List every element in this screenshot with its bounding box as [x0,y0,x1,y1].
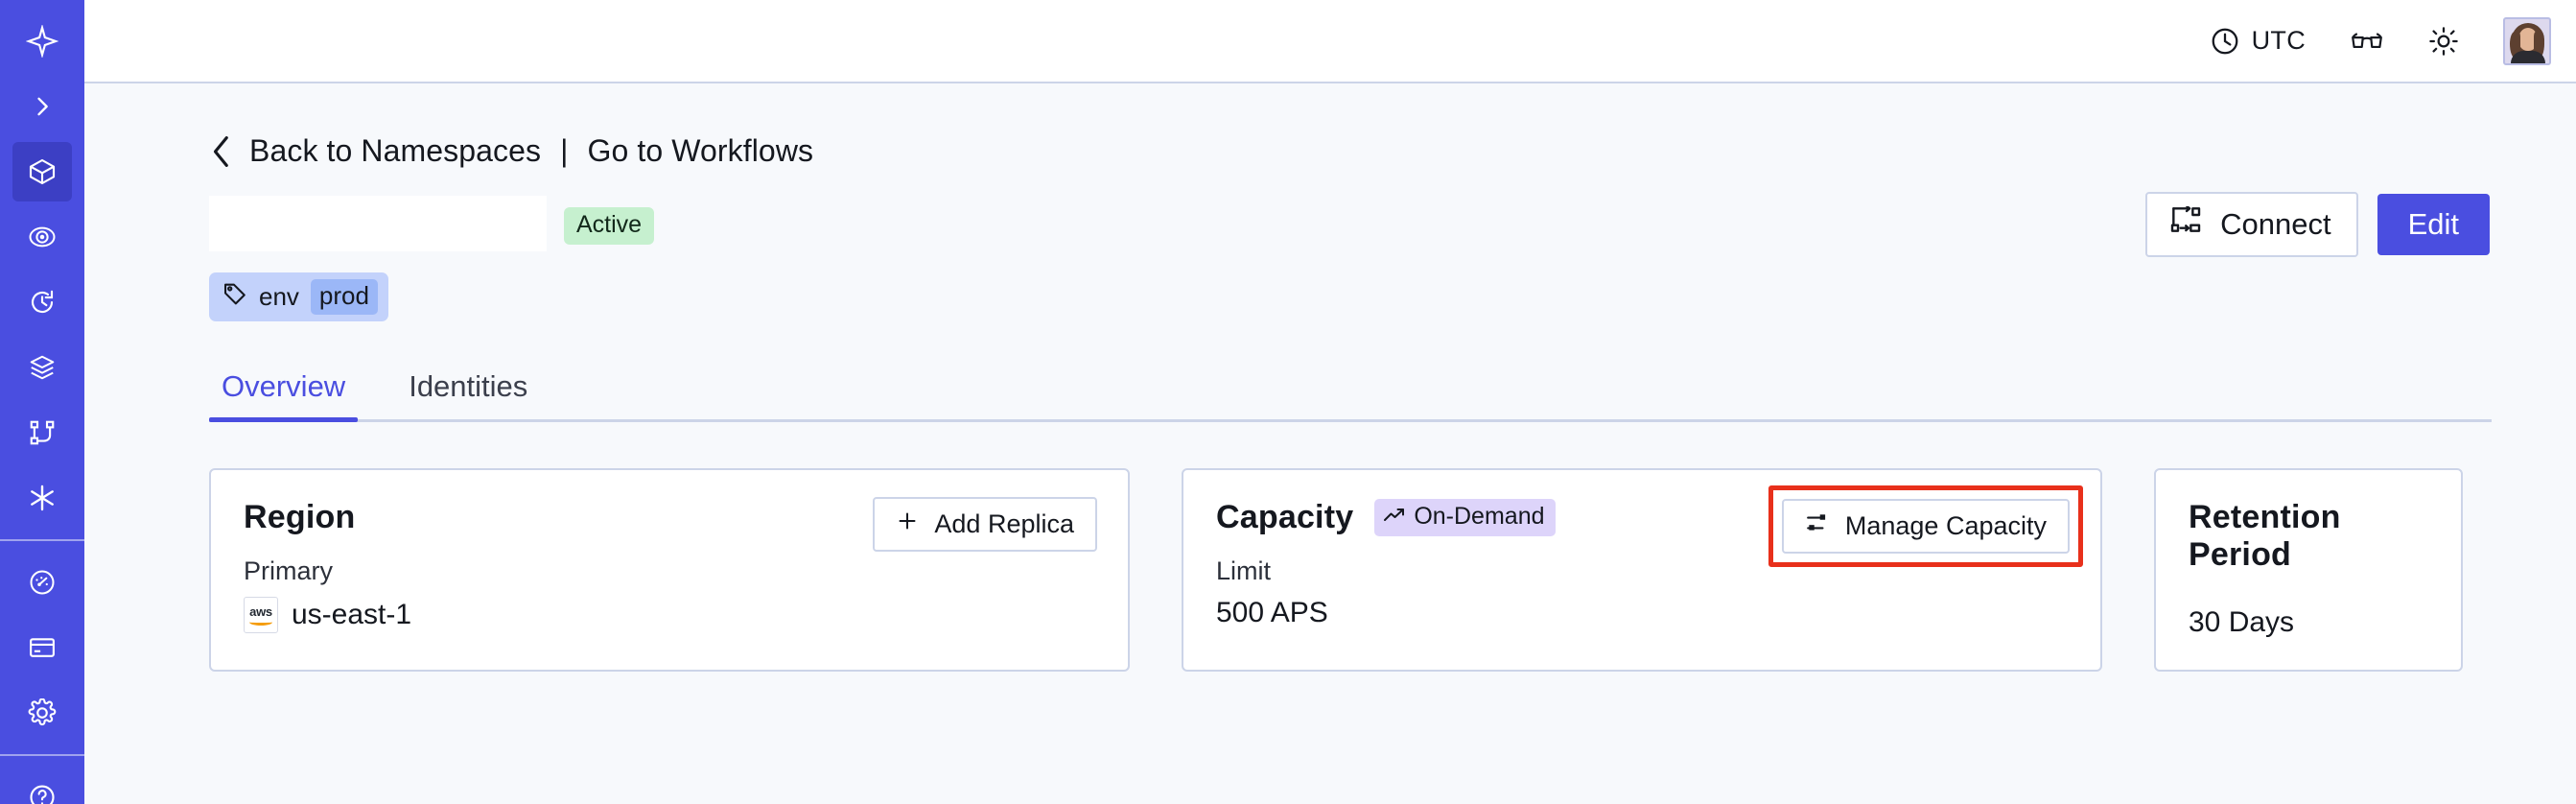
credit-card-icon [28,633,57,662]
retention-value: 30 Days [2189,606,2295,638]
tag-row: env prod [209,272,2490,321]
cube-icon [27,156,58,187]
region-card-title: Region [244,499,356,535]
sidebar-item-help[interactable] [12,768,72,804]
add-replica-button[interactable]: Add Replica [873,497,1097,552]
main-content: Back to Namespaces | Go to Workflows Act… [84,83,2576,804]
sidebar-item-logo[interactable] [12,12,72,71]
capacity-mode-label: On-Demand [1414,503,1545,530]
sidebar-divider-2 [0,754,84,756]
left-sidebar [0,0,84,804]
retention-card-title: Retention Period [2189,499,2341,573]
add-replica-label: Add Replica [934,509,1074,538]
manage-capacity-highlight: Manage Capacity [1768,485,2083,567]
overview-cards: Region Add Replica [209,468,2490,672]
tag-key: env [259,282,299,311]
capacity-limit-label: Limit [1216,556,1272,585]
gauge-icon [28,568,57,597]
region-card-head: Region [244,499,1095,536]
sidebar-item-settings[interactable] [12,683,72,743]
sidebar-item-observability[interactable] [12,207,72,267]
status-badge: Active [564,206,655,246]
edit-button[interactable]: Edit [2377,193,2490,256]
clock-icon [2210,26,2240,57]
connect-button-label: Connect [2220,207,2331,241]
timezone-selector[interactable]: UTC [2210,26,2306,57]
sidebar-item-billing[interactable] [12,618,72,677]
glasses-icon [2350,27,2384,56]
avatar-hair-left [2510,31,2520,59]
aws-logo-smile [249,619,272,626]
tab-bar: Overview Identities [209,369,2492,422]
region-card: Region Add Replica [209,468,1130,672]
page-title [209,196,547,251]
sidebar-item-batch[interactable] [12,338,72,397]
region-value-row: aws us-east-1 [244,597,1095,633]
manage-capacity-button[interactable]: Manage Capacity [1781,499,2070,554]
sidebar-divider-1 [0,539,84,541]
sliders-icon [1805,511,1830,541]
capacity-card-title: Capacity [1216,499,1354,535]
read-mode-button[interactable] [2350,27,2384,56]
tab-overview[interactable]: Overview [209,369,359,422]
aws-logo-text: aws [249,603,272,619]
tab-identities[interactable]: Identities [409,369,528,403]
sidebar-item-namespaces[interactable] [12,142,72,201]
chevron-left-icon[interactable] [209,135,234,168]
namespace-header: Active [209,192,2490,257]
chevron-right-icon [29,93,56,120]
breadcrumb-workflows-link[interactable]: Go to Workflows [587,133,814,168]
right-column: UTC [84,0,2576,804]
region-card-action: Add Replica [873,497,1097,552]
timezone-label: UTC [2251,26,2306,55]
retention-card: Retention Period 30 Days [2154,468,2463,672]
sitemap-icon [28,418,57,447]
breadcrumb-back-link[interactable]: Back to Namespaces [249,133,542,168]
help-circle-icon [28,783,57,804]
theme-toggle-button[interactable] [2428,26,2459,57]
sidebar-item-schedules[interactable] [12,272,72,332]
gear-icon [28,698,57,727]
retention-card-head: Retention Period [2189,499,2428,574]
tag-value: prod [310,279,378,315]
eye-spiral-icon [28,223,57,251]
connect-button[interactable]: Connect [2145,192,2358,257]
capacity-limit-value: 500 APS [1216,597,1328,628]
sidebar-item-expand[interactable] [12,77,72,136]
capacity-card-head: Capacity On-Demand [1216,499,2068,536]
avatar-face [2518,27,2538,51]
avatar[interactable] [2503,16,2551,65]
avatar-body [2511,50,2545,63]
breadcrumb: Back to Namespaces | Go to Workflows [209,133,2490,169]
region-value: us-east-1 [292,599,412,630]
top-bar: UTC [84,0,2576,83]
sun-icon [2428,26,2459,57]
clock-rotate-icon [28,288,57,317]
region-primary-label: Primary [244,556,333,585]
breadcrumb-separator: | [560,133,569,168]
avatar-hair-right [2534,31,2544,59]
tag-icon [222,281,247,313]
layers-icon [28,353,57,382]
sidebar-item-nexus[interactable] [12,468,72,528]
sidebar-item-workflows[interactable] [12,403,72,462]
connect-flow-icon [2170,204,2201,243]
trend-up-icon [1383,503,1406,531]
capacity-mode-badge: On-Demand [1374,499,1556,536]
sidebar-item-usage[interactable] [12,553,72,612]
asterisk-icon [27,483,58,513]
temporal-logo-icon [26,25,59,58]
plus-icon [896,509,919,539]
header-actions: Connect Edit [2145,192,2490,257]
capacity-card: Capacity On-Demand [1182,468,2102,672]
namespace-tag[interactable]: env prod [209,272,388,321]
aws-logo-icon: aws [244,597,278,633]
manage-capacity-label: Manage Capacity [1844,511,2047,540]
namespace-title-group: Active [209,196,655,251]
